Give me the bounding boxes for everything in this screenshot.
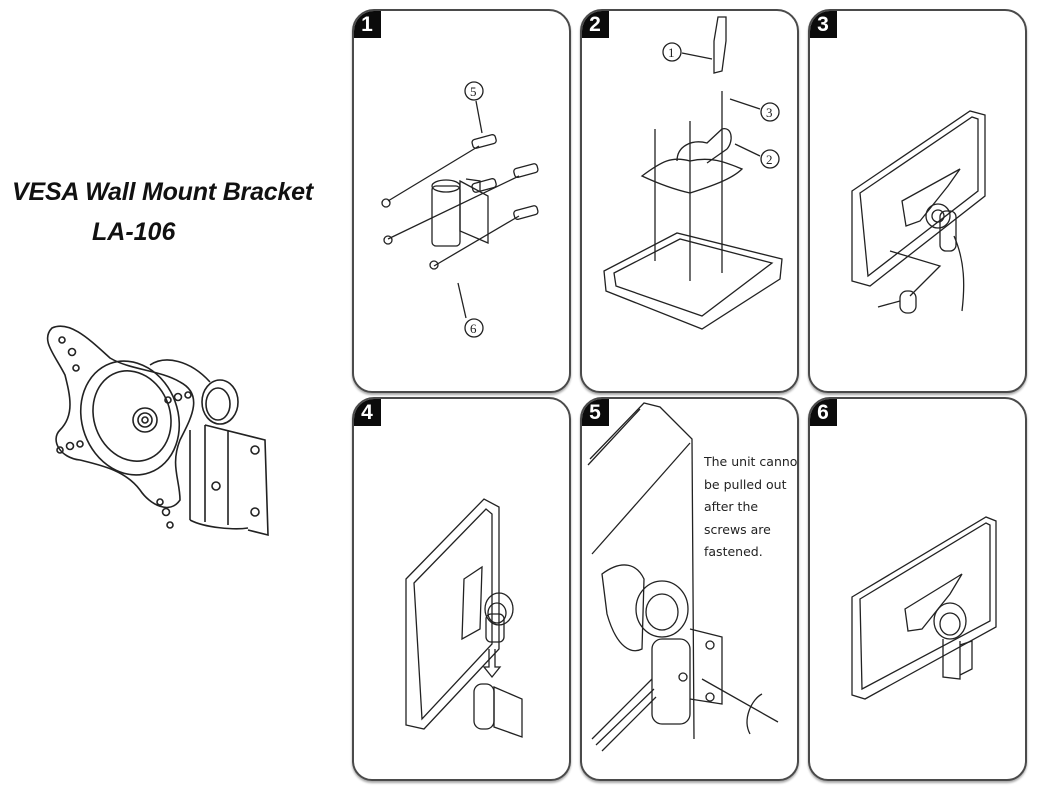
callout-6: 6 xyxy=(470,321,477,336)
step-panel-5: 5 The unit cannot be pulled out after th… xyxy=(580,397,799,781)
step-number-badge: 3 xyxy=(810,11,837,38)
step-number-badge: 5 xyxy=(582,399,609,426)
callout-1: 1 xyxy=(668,45,675,60)
step-note: The unit cannot be pulled out after the … xyxy=(704,454,799,559)
callout-3: 3 xyxy=(766,105,773,120)
step-panel-4: 4 xyxy=(352,397,571,781)
step-number-badge: 6 xyxy=(810,399,837,426)
bracket-anchors-illustration-icon: 5 6 xyxy=(381,81,539,338)
mount-assembly-illustration-icon: 1 3 2 xyxy=(603,16,783,330)
document-title: VESA Wall Mount Bracket xyxy=(12,178,314,206)
step-number-badge: 2 xyxy=(582,11,609,38)
callout-5: 5 xyxy=(470,84,477,99)
device-mounted-illustration-icon xyxy=(851,516,997,700)
fastening-screws-illustration-icon xyxy=(587,402,779,752)
callout-2: 2 xyxy=(766,152,773,167)
step-number-badge: 4 xyxy=(354,399,381,426)
device-mount-cable-illustration-icon xyxy=(851,110,986,314)
step-number-badge: 1 xyxy=(354,11,381,38)
step-panel-3: 3 xyxy=(808,9,1027,393)
step-panel-6: 6 xyxy=(808,397,1027,781)
step-panel-2: 2 1 3 2 xyxy=(580,9,799,393)
model-number: LA-106 xyxy=(92,218,176,246)
bracket-illustration-icon xyxy=(46,325,269,537)
step-panel-1: 1 5 6 xyxy=(352,9,571,393)
device-onto-bracket-illustration-icon xyxy=(405,498,523,738)
